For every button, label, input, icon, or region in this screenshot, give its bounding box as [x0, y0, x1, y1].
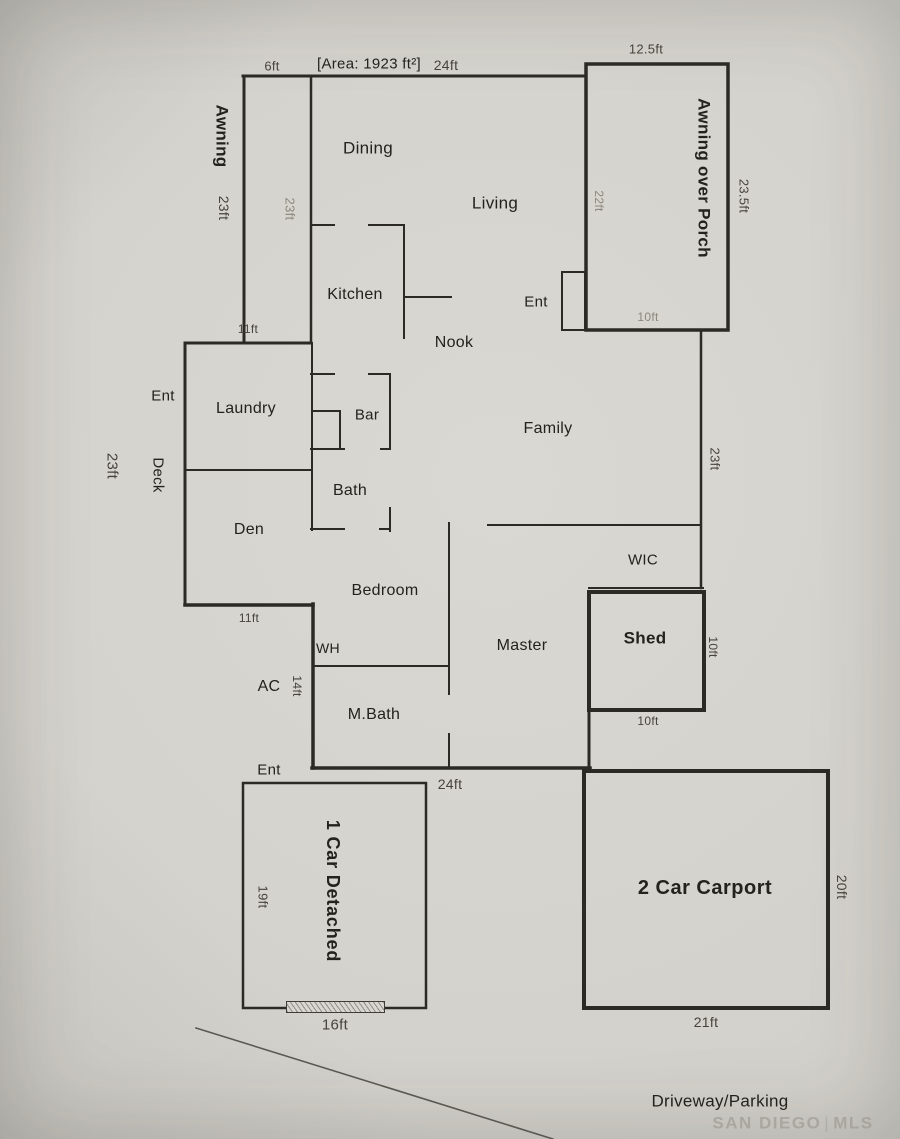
dim-utility: 14ft [290, 675, 304, 697]
dim-right-side: 23ft [707, 447, 723, 471]
watermark-suffix: MLS [833, 1113, 874, 1133]
dim-porch-bottom: 10ft [637, 310, 659, 324]
dim-strip-top: 6ft [264, 58, 280, 74]
wall-outline [183, 74, 703, 770]
porch-outline [584, 62, 730, 332]
garage-label: 1 Car Detached [323, 819, 343, 963]
dim-rear-width: 24ft [437, 776, 463, 792]
room-label-kitchen: Kitchen [327, 286, 383, 303]
room-label-nook: Nook [434, 334, 474, 351]
dim-jog: 11ft [238, 611, 260, 625]
dim-garage-door: 16ft [321, 1016, 349, 1034]
room-label-ac: AC [257, 678, 281, 695]
entry-label-deck: Ent [151, 387, 175, 405]
room-label-living: Living [471, 193, 519, 213]
dim-top-width: 24ft [433, 57, 459, 73]
dim-deck-length: 23ft [103, 452, 121, 480]
dim-porch-top: 12.5ft [628, 41, 664, 57]
dim-strip-length: 23ft [282, 197, 298, 221]
room-label-laundry: Laundry [216, 400, 276, 417]
watermark-divider: | [824, 1113, 831, 1133]
awning-label: Awning [212, 104, 232, 168]
room-label-family: Family [523, 420, 573, 437]
dim-awning-length: 23ft [216, 195, 232, 221]
room-label-bar: Bar [354, 406, 380, 424]
deck-label: Deck [149, 457, 167, 493]
room-label-bath: Bath [332, 482, 368, 499]
dim-shed-side: 10ft [706, 636, 720, 658]
room-label-dining: Dining [343, 138, 393, 158]
garage-door [286, 1001, 385, 1013]
entry-label-rear: Ent [257, 761, 281, 779]
dim-porch-inner: 22ft [592, 190, 606, 212]
room-label-water-heater: WH [316, 640, 340, 656]
porch-entry-box [561, 271, 586, 331]
room-label-master-bath: M.Bath [347, 706, 401, 723]
driveway-line [194, 1026, 555, 1139]
shed-label: Shed [623, 628, 667, 648]
dim-strip-bottom: 11ft [237, 322, 259, 336]
dim-garage-length: 19ft [255, 885, 271, 909]
shed-outline [587, 590, 706, 712]
mls-watermark: SAN DIEGO|MLS [712, 1115, 873, 1132]
dim-carport-bottom: 21ft [693, 1014, 719, 1030]
interior-walls [184, 224, 704, 769]
carport-label: 2 Car Carport [637, 877, 773, 899]
driveway-label: Driveway/Parking [651, 1091, 789, 1111]
dim-shed-bottom: 10ft [637, 714, 659, 728]
watermark-name: SAN DIEGO [712, 1113, 822, 1133]
dim-porch-side: 23.5ft [736, 178, 752, 214]
area-note: [Area: 1923 ft²] [316, 55, 422, 73]
room-label-wic: WIC [627, 551, 659, 569]
dim-carport-side: 20ft [834, 874, 850, 900]
carport-outline [582, 769, 830, 1010]
room-label-master: Master [496, 637, 548, 654]
room-label-den: Den [233, 521, 265, 538]
room-label-bedroom: Bedroom [351, 582, 419, 599]
entry-label-living: Ent [524, 293, 548, 311]
porch-awning-label: Awning over Porch [694, 98, 714, 258]
